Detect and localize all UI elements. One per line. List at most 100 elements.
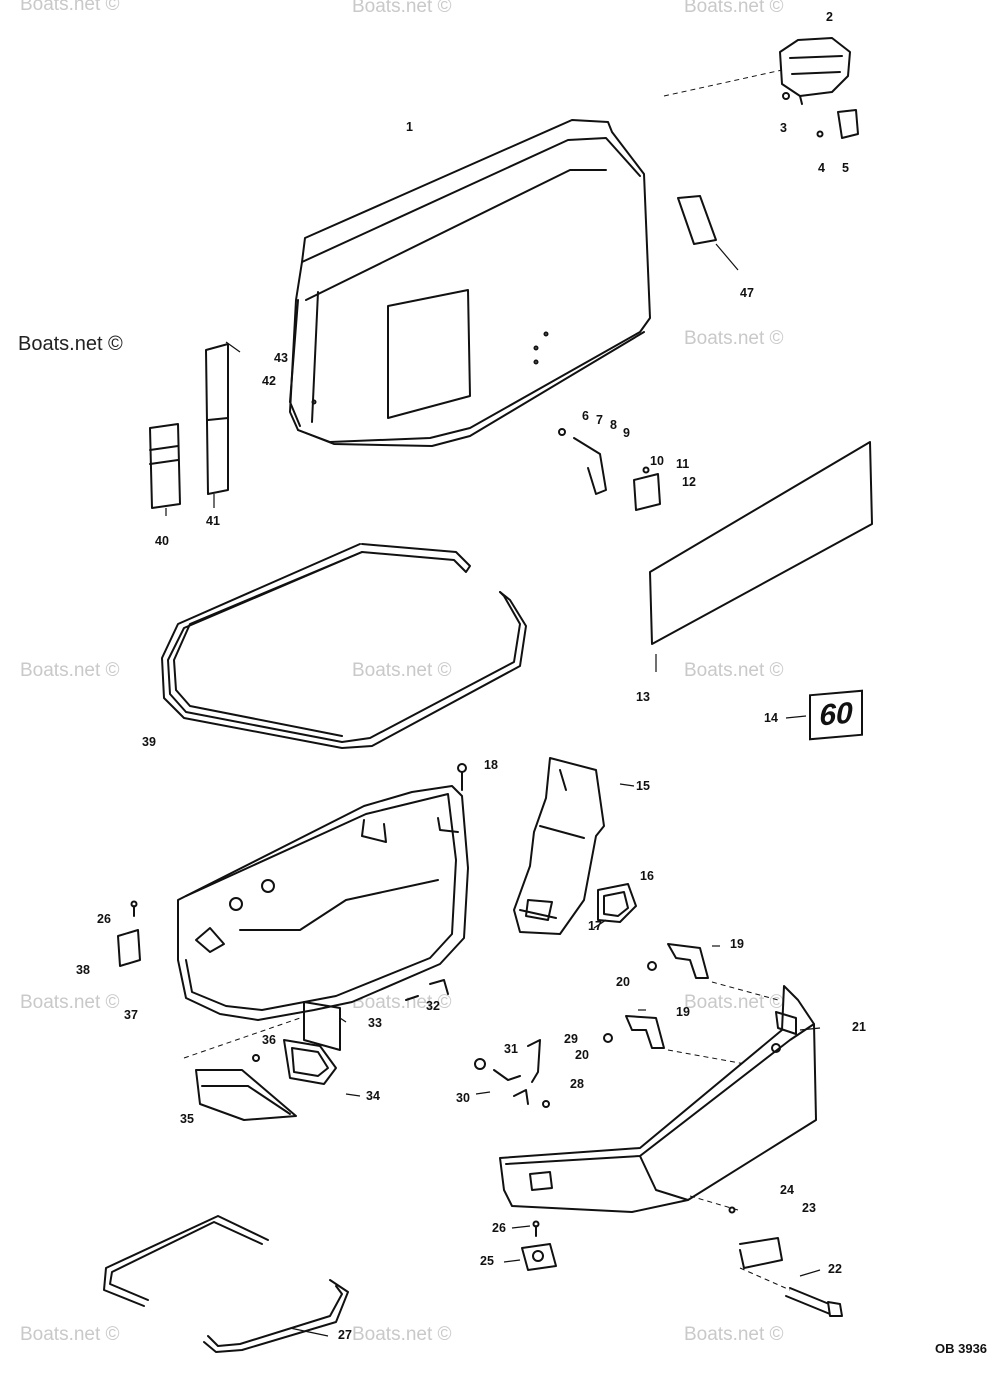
callout-label: 26 xyxy=(492,1221,506,1235)
part-2-bracket xyxy=(779,37,851,105)
watermark: Boats.net © xyxy=(352,0,452,17)
part-18-screw xyxy=(457,763,467,791)
watermark: Boats.net © xyxy=(352,992,452,1013)
callout-label: 13 xyxy=(636,690,650,704)
callout-label: 32 xyxy=(426,999,440,1013)
callout-label: 40 xyxy=(155,534,169,548)
leader-line xyxy=(711,981,779,1001)
callout-label: 28 xyxy=(570,1077,584,1091)
callout-leaders xyxy=(339,783,821,1277)
callout-label: 8 xyxy=(610,418,617,432)
watermark: Boats.net © xyxy=(684,992,784,1013)
callout-label: 30 xyxy=(456,1091,470,1105)
watermark: Boats.net © xyxy=(684,328,784,349)
callout-label: 23 xyxy=(802,1201,816,1215)
part-27-tube xyxy=(103,1215,349,1353)
leader-line xyxy=(289,1327,329,1337)
callout-label: 19 xyxy=(676,1005,690,1019)
callout-label: 22 xyxy=(828,1262,842,1276)
callout-label: 24 xyxy=(780,1183,794,1197)
part-25-grommet xyxy=(521,1243,557,1271)
callout-label: 26 xyxy=(97,912,111,926)
callout-label: 14 xyxy=(764,711,778,725)
watermark: Boats.net © xyxy=(20,0,120,15)
part-16-grommet xyxy=(597,883,637,923)
part-38-latch xyxy=(117,900,141,967)
callout-label: 27 xyxy=(338,1328,352,1342)
leader-line xyxy=(785,715,807,719)
leader-line xyxy=(739,1267,791,1291)
callout-label: 41 xyxy=(206,514,220,528)
callout-label: 25 xyxy=(480,1254,494,1268)
callout-label: 16 xyxy=(640,869,654,883)
part-34-grommet xyxy=(283,1039,337,1085)
callout-label: 11 xyxy=(676,457,690,471)
watermark: Boats.net © xyxy=(352,1324,452,1345)
callout-label: 38 xyxy=(76,963,90,977)
callout-label: 20 xyxy=(616,975,630,989)
callout-label: 1 xyxy=(406,120,413,134)
watermark: Boats.net © xyxy=(684,660,784,681)
callout-label: 33 xyxy=(368,1016,382,1030)
part-21-lower-cowl xyxy=(499,985,817,1213)
callout-label: 37 xyxy=(124,1008,138,1022)
decal-text: 60 xyxy=(819,696,853,733)
part-39-seal xyxy=(161,543,527,749)
leader-line xyxy=(663,69,783,97)
watermark: Boats.net © xyxy=(352,660,452,681)
watermark: Boats.net © xyxy=(684,0,784,17)
part-24-washer xyxy=(728,1206,736,1214)
callout-label: 31 xyxy=(504,1042,518,1056)
callout-label: 10 xyxy=(650,454,664,468)
part-6-12-latch xyxy=(558,428,661,511)
callout-label: 47 xyxy=(740,286,754,300)
callout-label: 19 xyxy=(730,937,744,951)
leader-line xyxy=(165,341,241,516)
callout-label: 29 xyxy=(564,1032,578,1046)
callout-label: 43 xyxy=(274,351,288,365)
part-47-decal xyxy=(677,195,717,245)
callout-label: 7 xyxy=(596,413,603,427)
callout-label: 9 xyxy=(623,426,630,440)
watermark: Boats.net © xyxy=(20,1324,120,1345)
part-14-decal: 60 xyxy=(809,689,863,741)
callout-label: 17 xyxy=(588,919,602,933)
watermark: Boats.net © xyxy=(18,333,123,355)
callout-label: 6 xyxy=(582,409,589,423)
part-35-cover xyxy=(195,1069,297,1121)
drawing-code: OB 3936 xyxy=(935,1341,988,1356)
callout-label: 21 xyxy=(852,1020,866,1034)
callout-label: 39 xyxy=(142,735,156,749)
callout-label: 42 xyxy=(262,374,276,388)
part-15-bracket xyxy=(513,757,605,935)
part-41-decal xyxy=(205,343,229,495)
callout-label: 20 xyxy=(575,1048,589,1062)
part-26-screw xyxy=(532,1220,540,1237)
leader-line xyxy=(183,1017,301,1059)
part-19-clip xyxy=(603,943,709,1049)
callout-label: 18 xyxy=(484,758,498,772)
leader-line xyxy=(715,243,739,271)
callout-label: 15 xyxy=(636,779,650,793)
callout-label: 4 xyxy=(818,161,825,175)
callout-label: 36 xyxy=(262,1033,276,1047)
part-22-bolt xyxy=(785,1287,843,1317)
watermark: Boats.net © xyxy=(684,1324,784,1345)
part-13-decal xyxy=(649,441,873,645)
part-32-clip xyxy=(405,979,449,1001)
part-3-5-plate xyxy=(816,109,859,139)
callout-label: 5 xyxy=(842,161,849,175)
part-40-decal xyxy=(149,423,181,509)
callout-label: 2 xyxy=(826,10,833,24)
watermark: Boats.net © xyxy=(20,660,120,681)
part-23-bracket xyxy=(739,1237,783,1269)
callout-label: 35 xyxy=(180,1112,194,1126)
part-33-bottom-pan xyxy=(177,785,469,1051)
part-1-top-cowl xyxy=(289,119,651,447)
watermark: Boats.net © xyxy=(20,992,120,1013)
callout-label: 12 xyxy=(682,475,696,489)
part-36-screw xyxy=(252,1054,260,1062)
callout-label: 34 xyxy=(366,1089,380,1103)
callout-label: 3 xyxy=(780,121,787,135)
